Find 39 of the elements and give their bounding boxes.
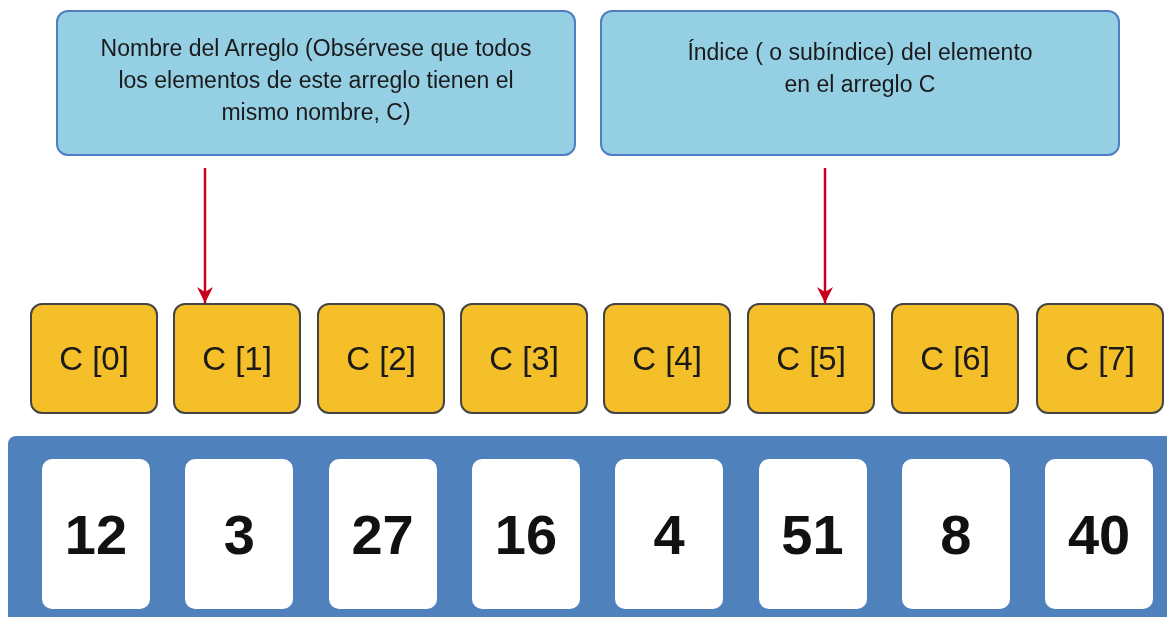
value-text: 27 — [351, 501, 414, 567]
index-label: C [4] — [632, 339, 702, 378]
arrow — [817, 168, 833, 303]
array-bar — [8, 436, 1167, 617]
value-card — [758, 459, 867, 609]
index-box — [30, 303, 158, 414]
index-box — [891, 303, 1019, 414]
value-card — [1045, 459, 1154, 609]
index-label: C [3] — [489, 339, 559, 378]
index-box — [460, 303, 588, 414]
arrow — [197, 168, 213, 303]
value-text: 12 — [64, 501, 128, 567]
value-card — [471, 459, 580, 609]
value-text: 4 — [653, 501, 685, 567]
callout-box — [56, 10, 576, 156]
index-label: C [2] — [346, 339, 416, 378]
index-box — [1036, 303, 1164, 414]
index-label: C [1] — [202, 339, 272, 378]
index-box — [317, 303, 445, 414]
value-card — [42, 459, 150, 609]
index-label: C [6] — [920, 339, 990, 378]
callout-text: Índice ( o subíndice) del elemento en el arreglo C — [686, 38, 1034, 100]
value-text: 3 — [223, 501, 255, 567]
value-text: 51 — [781, 501, 844, 567]
value-card — [615, 459, 724, 609]
index-label: C [0] — [59, 339, 129, 378]
index-label: C [7] — [1065, 339, 1135, 378]
callout-text: Nombre del Arreglo (Obsérvese que todos los elementos de este arreglo tienen el mismo nombre, C) — [99, 34, 533, 128]
index-label: C [5] — [776, 339, 846, 378]
index-box — [603, 303, 731, 414]
callout-box — [600, 10, 1120, 156]
index-box — [173, 303, 301, 414]
value-text: 40 — [1067, 501, 1131, 567]
index-box — [747, 303, 875, 414]
value-card — [328, 459, 437, 609]
value-card — [901, 459, 1010, 609]
value-text: 16 — [494, 501, 558, 567]
value-card — [185, 459, 294, 609]
value-text: 8 — [940, 501, 972, 567]
